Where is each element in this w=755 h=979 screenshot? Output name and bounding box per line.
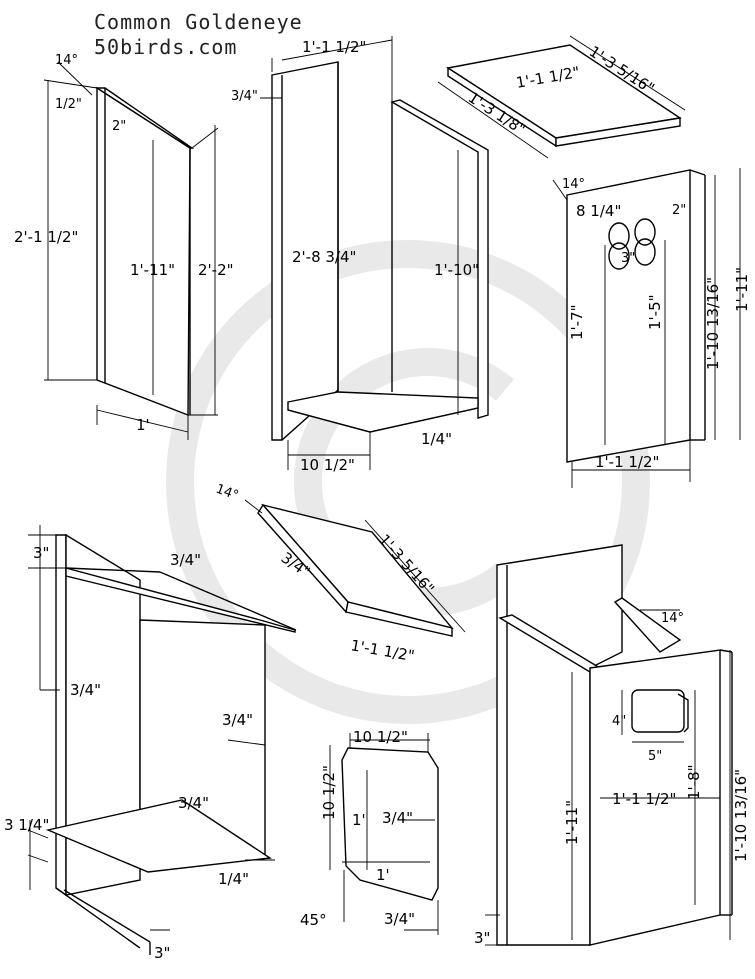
back-floor-width: 10 1/2" [300, 456, 355, 474]
side-panel-angle: 14° [55, 53, 78, 68]
floor-angle: 45° [300, 911, 327, 929]
floor-bottom: 3/4" [384, 910, 415, 928]
side-panel-width: 1' [136, 416, 150, 434]
side-panel-small: 2" [112, 119, 126, 134]
back-gap: 1/4" [421, 430, 452, 448]
floor-inner-height: 1' [352, 811, 366, 829]
front-hole-width: 3" [621, 251, 635, 266]
side-panel-drawing [43, 61, 219, 440]
final-angle: 14° [661, 611, 684, 626]
front-top-dim: 8 1/4" [576, 202, 621, 220]
final-outer-height: 1'-10 13/16" [732, 769, 750, 862]
side-assembly-drawing [27, 525, 297, 955]
floor-thickness: 3/4" [382, 809, 413, 827]
lid-angle: 14° [214, 482, 241, 504]
side-panel-front-height: 2'-2" [198, 261, 234, 279]
front-outer-height: 1'-11" [733, 267, 751, 312]
back-side-height: 1'-10" [434, 261, 479, 279]
final-hole-height: 4" [612, 714, 626, 729]
back-thickness: 3/4" [231, 89, 258, 104]
back-assembly-drawing [260, 36, 489, 470]
side-assy-bottom: 3" [154, 944, 170, 962]
front-panel-drawing [552, 168, 741, 488]
side-assy-top: 3" [33, 544, 49, 562]
back-height: 2'-8 3/4" [292, 248, 356, 266]
floor-inner-width: 1' [376, 866, 390, 884]
roof-drawing [437, 35, 686, 159]
final-hole-width: 5" [648, 749, 662, 764]
final-left-height: 1'-11" [563, 800, 581, 845]
back-top-width: 1'-1 1/2" [302, 38, 366, 56]
front-hole-spacing: 2" [672, 203, 686, 218]
floor-drawing [329, 733, 439, 935]
side-panel-top-offset: 1/2" [55, 97, 82, 112]
front-left-height: 1'-7" [568, 304, 586, 340]
side-assy-bottom-left: 3 1/4" [4, 816, 49, 834]
side-assy-right-thickness: 3/4" [222, 711, 253, 729]
front-width: 1'-1 1/2" [595, 453, 659, 471]
side-panel-center-height: 1'-11" [130, 261, 175, 279]
final-right-height: 1'-8" [685, 764, 703, 800]
lid-drawing [244, 499, 466, 637]
floor-top: 10 1/2" [353, 728, 408, 746]
final-bottom: 3" [474, 929, 490, 947]
front-angle: 14° [562, 177, 585, 192]
entrance-holes-icon [608, 218, 656, 270]
site-label: 50birds.com [94, 35, 238, 59]
lid-width: 1'-1 1/2" [349, 636, 416, 665]
floor-left: 10 1/2" [320, 765, 338, 820]
final-assembly-drawing [485, 544, 733, 946]
front-inner-height: 1'-10 13/16" [704, 277, 722, 370]
front-right-height: 1'-5" [646, 294, 664, 330]
side-panel-back-height: 2'-1 1/2" [14, 228, 78, 246]
side-assy-bottom-right: 1/4" [218, 870, 249, 888]
final-width: 1'-1 1/2" [612, 790, 676, 808]
side-assy-left-thickness: 3/4" [70, 681, 101, 699]
side-assy-roof-thickness: 3/4" [170, 551, 201, 569]
diagram-title: Common Goldeneye [94, 10, 303, 34]
side-assy-floor-thickness: 3/4" [178, 794, 209, 812]
